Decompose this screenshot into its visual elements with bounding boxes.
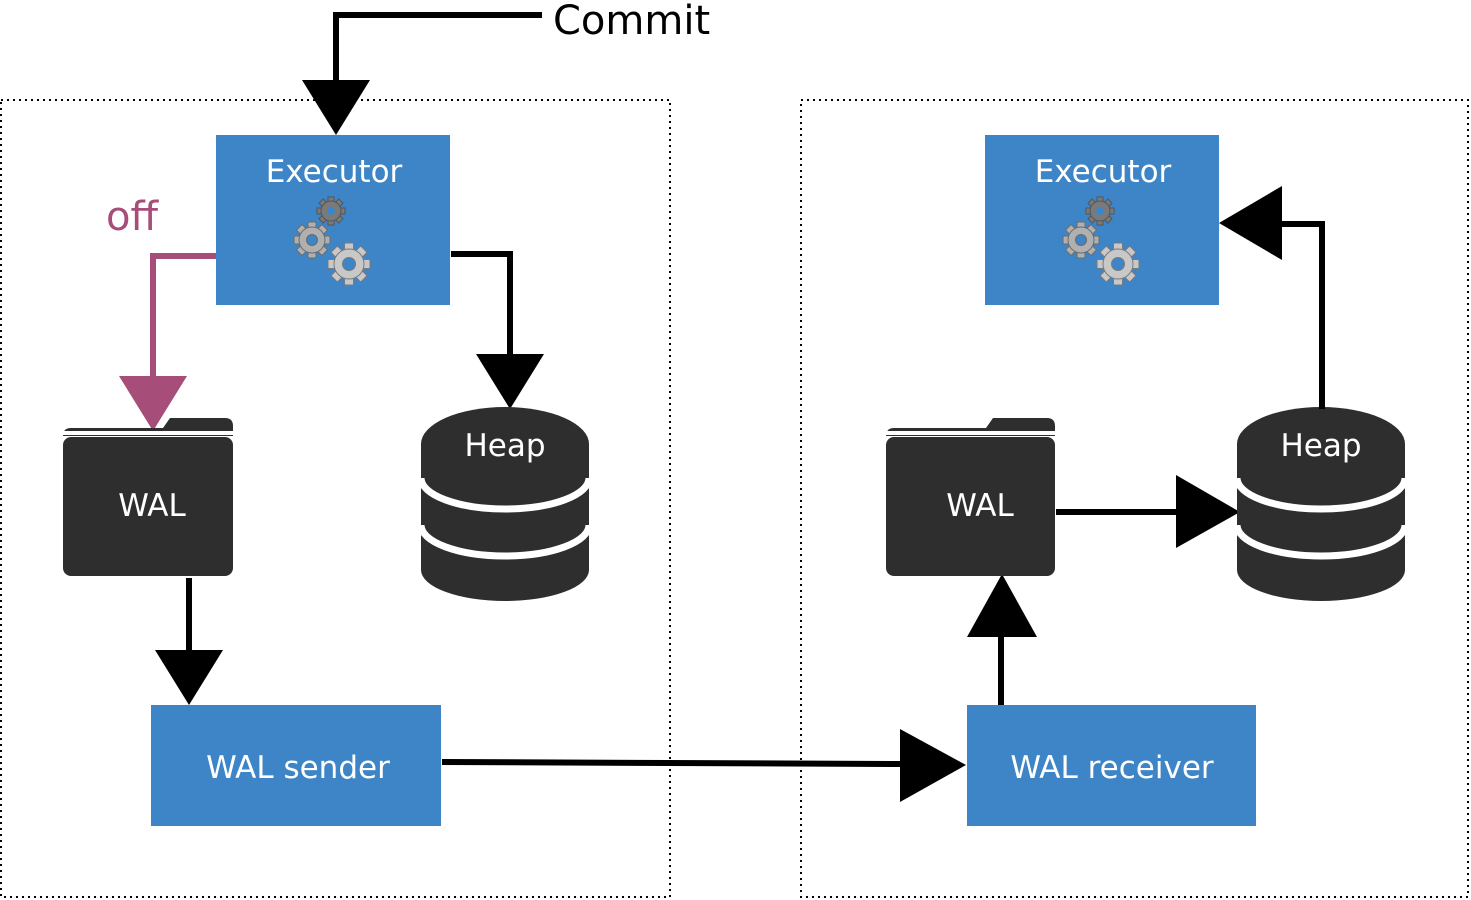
wal-receiver-label: WAL receiver [1010,750,1214,786]
wal-receiver-box: WAL receiver [967,705,1256,826]
primary-server-container [0,99,671,898]
folder-icon [886,418,1055,576]
primary-executor-box: Executor [216,135,450,305]
off-arrow-line [150,253,216,378]
heap-to-executor-line [1280,221,1325,409]
database-icon [1233,407,1409,601]
primary-heap-database: Heap [417,407,593,601]
primary-wal-label: WAL [118,488,186,524]
standby-wal-label: WAL [946,488,1014,524]
commit-label: Commit [553,0,710,44]
heap-to-executor-arrowhead [1219,186,1282,260]
wal-sender-box: WAL sender [151,705,441,826]
commit-arrow-line [333,12,542,82]
standby-heap-database: Heap [1233,407,1409,601]
primary-heap-label: Heap [464,428,545,464]
database-icon [417,407,593,601]
off-arrowhead [119,376,187,431]
executor-to-heap-line [451,251,513,356]
primary-wal-folder: WAL [63,418,233,576]
standby-executor-label: Executor [1035,154,1172,190]
executor-to-heap-arrowhead [476,354,544,409]
folder-icon [63,418,233,576]
standby-heap-label: Heap [1280,428,1361,464]
wal-to-sender-arrowhead [155,650,223,705]
receiver-to-wal-arrowhead [967,574,1037,637]
wal-sender-label: WAL sender [206,750,390,786]
sender-to-receiver-line [441,759,903,767]
wal-to-heap-arrowhead [1176,475,1240,548]
sender-to-receiver-arrowhead [900,729,966,802]
off-label: off [106,194,159,240]
standby-executor-box: Executor [985,135,1219,305]
standby-wal-folder: WAL [886,418,1055,576]
commit-arrowhead [302,80,370,135]
primary-executor-label: Executor [266,154,403,190]
